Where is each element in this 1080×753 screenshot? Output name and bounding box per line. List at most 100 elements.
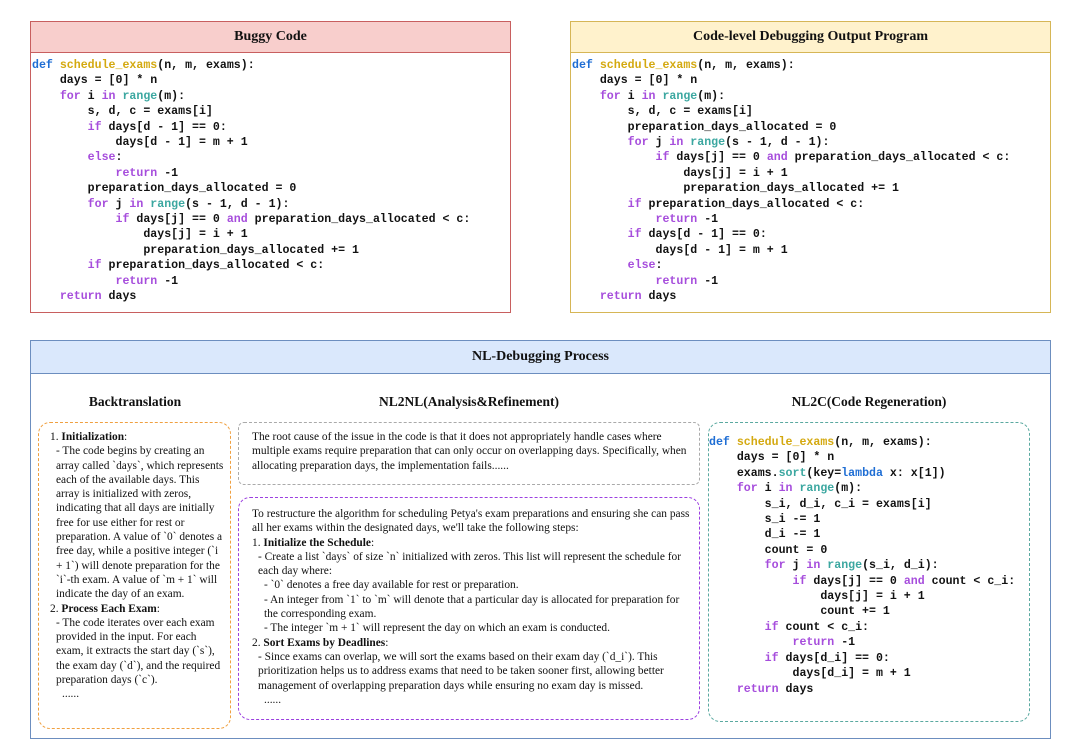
code-line: else: — [572, 258, 1050, 273]
code-token: if — [709, 620, 786, 634]
code-line: days[d_i] = m + 1 — [709, 666, 1029, 681]
code-line: preparation_days_allocated = 0 — [572, 120, 1050, 135]
backtranslation-text: 1. Initialization: - The code begins by … — [50, 431, 224, 701]
code-line: if days[j] == 0 and count < c_i: — [709, 574, 1029, 589]
step2-line-a: - Since exams can overlap, we will sort … — [258, 650, 664, 692]
code-token: if — [32, 120, 109, 134]
code-token: if — [572, 197, 649, 211]
code-line: preparation_days_allocated += 1 — [572, 181, 1050, 196]
code-token: count < c_i: — [785, 620, 870, 634]
code-token: days — [785, 682, 814, 696]
step1-line-c: - An integer from `1` to `m` will denote… — [264, 593, 680, 621]
code-line: if preparation_days_allocated < c: — [32, 258, 510, 273]
code-token: (m): — [157, 89, 186, 103]
nl-debugging-panel: NL-Debugging Process — [30, 340, 1051, 739]
code-line: if days[d - 1] == 0: — [572, 227, 1050, 242]
code-line: if days[d - 1] == 0: — [32, 120, 510, 135]
code-token: j — [792, 559, 807, 573]
code-token: def — [572, 59, 600, 72]
code-token: preparation_days_allocated < c: — [254, 213, 471, 227]
analysis-text: The root cause of the issue in the code … — [252, 431, 687, 472]
code-token: range — [799, 482, 835, 496]
refinement-ellipsis: ...... — [264, 693, 282, 706]
code-line: for j in range(s - 1, d - 1): — [32, 197, 510, 212]
buggy-code-block: def schedule_exams(n, m, exams): days = … — [31, 53, 510, 305]
code-token: j — [655, 136, 670, 150]
code-line: s_i -= 1 — [709, 512, 1029, 527]
code-token: exams. — [709, 466, 779, 480]
code-token: preparation_days_allocated += 1 — [32, 243, 359, 257]
code-token: (s_i, d_i): — [862, 559, 939, 573]
code-line: return days — [572, 289, 1050, 304]
code-token: in — [641, 89, 663, 103]
code-token: days[j] = i + 1 — [32, 228, 248, 242]
code-line: for j in range(s_i, d_i): — [709, 558, 1029, 573]
code-token: return — [709, 636, 842, 650]
step1-line-a: - Create a list `days` of size `n` initi… — [258, 550, 682, 578]
code-line: def schedule_exams(n, m, exams): — [32, 58, 510, 73]
code-line: if count < c_i: — [709, 620, 1029, 635]
code-token: range — [690, 136, 726, 150]
code-line: for i in range(m): — [709, 481, 1029, 496]
refinement-box: To restructure the algorithm for schedul… — [238, 497, 700, 720]
code-token: days[j] = i + 1 — [572, 166, 788, 180]
code-token: for — [572, 89, 628, 103]
code-line: s_i, d_i, c_i = exams[i] — [709, 497, 1029, 512]
nl2c-code-box: def schedule_exams(n, m, exams): days = … — [708, 422, 1030, 722]
code-line: days[d - 1] = m + 1 — [572, 243, 1050, 258]
code-token: days[d_i] = m + 1 — [709, 667, 911, 681]
code-token: s_i -= 1 — [709, 513, 821, 527]
code-token: : — [655, 259, 663, 273]
code-token: days[d - 1] = m + 1 — [32, 136, 248, 150]
code-token: i — [627, 89, 642, 103]
code-token: count < c_i: — [931, 574, 1016, 588]
code-token: return — [572, 213, 705, 227]
code-token: preparation_days_allocated += 1 — [572, 182, 899, 196]
code-token: in — [101, 89, 123, 103]
code-line: days = [0] * n — [572, 73, 1050, 88]
code-line: s, d, c = exams[i] — [572, 104, 1050, 119]
code-token: count = 0 — [709, 543, 828, 557]
code-token: -1 — [841, 636, 856, 650]
code-token: s, d, c = exams[i] — [32, 105, 213, 119]
code-token: range — [150, 197, 186, 211]
code-line: if days[j] == 0 and preparation_days_all… — [32, 212, 510, 227]
code-token: (n, m, exams): — [697, 59, 795, 72]
code-token: days[d_i] == 0: — [785, 651, 890, 665]
code-token: -1 — [704, 213, 719, 227]
nl2nl-title: NL2NL(Analysis&Refinement) — [379, 394, 559, 409]
code-token: for — [709, 482, 765, 496]
code-line: for j in range(s - 1, d - 1): — [572, 135, 1050, 150]
code-token: in — [669, 136, 691, 150]
code-line: return -1 — [572, 212, 1050, 227]
code-token: s_i, d_i, c_i = exams[i] — [709, 497, 932, 511]
code-token: in — [778, 482, 800, 496]
code-token: days = [0] * n — [32, 74, 158, 88]
buggy-code-panel: Buggy Code def schedule_exams(n, m, exam… — [30, 21, 511, 313]
refinement-intro: To restructure the algorithm for schedul… — [252, 508, 690, 535]
code-token: range — [122, 89, 158, 103]
nl2c-title: NL2C(Code Regeneration) — [791, 394, 947, 409]
code-token: schedule_exams — [736, 436, 835, 449]
step1-line-b: - `0` denotes a free day available for r… — [264, 579, 519, 592]
step2-number: 2. — [252, 636, 264, 649]
code-line: return -1 — [32, 166, 510, 181]
step2-heading: Sort Exams by Deadlines — [263, 636, 386, 649]
step1-heading: Initialize the Schedule — [263, 536, 371, 549]
code-line: return -1 — [32, 274, 510, 289]
code-token: sort — [778, 466, 807, 480]
step1-line-d: - The integer `m + 1` will represent the… — [264, 622, 610, 635]
code-token: def — [709, 436, 737, 449]
code-token: schedule_exams — [599, 59, 698, 72]
code-token: days — [108, 290, 137, 304]
code-token: d_i -= 1 — [709, 528, 821, 542]
code-token: days[j] = i + 1 — [709, 590, 925, 604]
code-token: s, d, c = exams[i] — [572, 105, 753, 119]
backtranslation-box: 1. Initialization: - The code begins by … — [38, 422, 231, 729]
code-token: days[j] == 0 — [136, 213, 227, 227]
item2-heading: Process Each Exam — [61, 602, 157, 615]
code-line: if days[d_i] == 0: — [709, 651, 1029, 666]
code-line: count += 1 — [709, 604, 1029, 619]
code-token: i — [87, 89, 102, 103]
code-line: if days[j] == 0 and preparation_days_all… — [572, 150, 1050, 165]
